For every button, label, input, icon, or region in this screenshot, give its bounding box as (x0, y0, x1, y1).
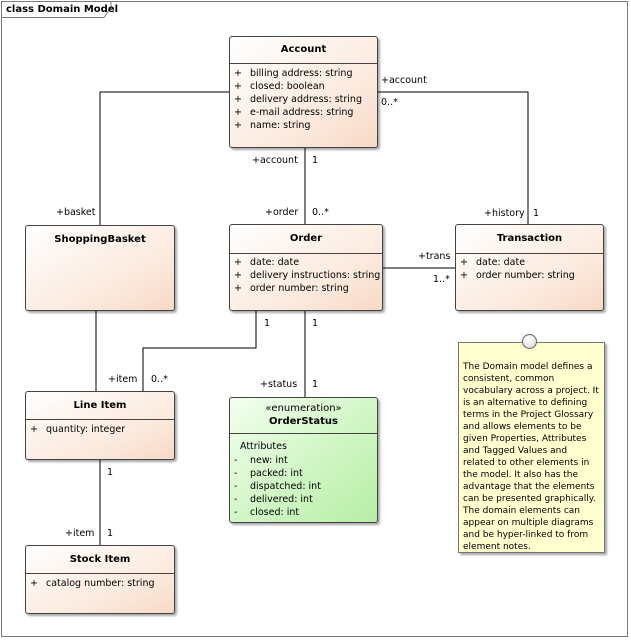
frame-tab (1, 1, 112, 18)
multiplicity-order-status: 1 (312, 318, 319, 329)
role-status: +status (260, 379, 298, 390)
attribute-row: +e-mail address: string (234, 107, 354, 118)
attribute-row: +delivery instructions: string (234, 270, 381, 281)
role-trans: +trans (418, 251, 451, 262)
multiplicity-status: 1 (312, 379, 319, 390)
note-pin-icon (522, 334, 537, 349)
multiplicity-order-item: 1 (264, 318, 271, 329)
class-name: Transaction (496, 233, 563, 244)
assoc-account-basket (99, 91, 229, 225)
class-shopping-basket[interactable]: ShoppingBasket (25, 225, 175, 311)
class-line-item[interactable]: Line Item +quantity: integer (25, 391, 175, 460)
note-text: The Domain model defines a consistent, c… (463, 362, 599, 552)
enum-order-status[interactable]: «enumeration» OrderStatus Attributes -ne… (229, 397, 378, 523)
role-basket: +basket (56, 207, 96, 218)
note[interactable]: The Domain model defines a consistent, c… (458, 342, 605, 553)
enum-literal: -delivered: int (234, 494, 313, 505)
multiplicity-account-right: 0..* (381, 97, 398, 108)
enum-literal: -dispatched: int (234, 481, 321, 492)
class-name: OrderStatus (269, 416, 338, 427)
attribute-row: +name: string (234, 120, 311, 131)
attribute-row: +delivery address: string (234, 94, 362, 105)
role-history: +history (484, 208, 525, 219)
role-account-order: +account (252, 155, 298, 166)
attribute-row: +quantity: integer (30, 424, 126, 435)
multiplicity-history: 1 (533, 208, 540, 219)
enum-literal: -packed: int (234, 468, 303, 479)
class-name: Stock Item (69, 554, 131, 565)
assoc-order-lineitem (142, 311, 257, 391)
multiplicity-lineitem-stock: 1 (107, 467, 114, 478)
class-transaction[interactable]: Transaction +date: date +order number: s… (455, 224, 604, 311)
attribute-row: +order number: string (234, 283, 349, 294)
assoc-account-transaction (378, 91, 529, 224)
attribute-row: +catalog number: string (30, 578, 155, 589)
class-name: Line Item (73, 400, 127, 411)
class-account[interactable]: Account +billing address: string +closed… (229, 36, 378, 148)
role-item-stock: +item (65, 528, 95, 539)
attribute-row: +order number: string (460, 270, 575, 281)
role-account-right: +account (381, 75, 427, 86)
attribute-row: +date: date (234, 257, 300, 268)
attribute-row: +date: date (460, 257, 526, 268)
class-stock-item[interactable]: Stock Item +catalog number: string (25, 545, 175, 614)
multiplicity-account-order: 1 (312, 155, 319, 166)
multiplicity-item-order: 0..* (151, 374, 168, 385)
multiplicity-stock: 1 (107, 528, 114, 539)
enum-stereotype: «enumeration» (265, 403, 342, 414)
multiplicity-trans: 1..* (433, 274, 450, 285)
role-order-account: +order (265, 207, 299, 218)
multiplicity-order-account: 0..* (312, 207, 329, 218)
attribute-row: +billing address: string (234, 68, 353, 79)
class-name: ShoppingBasket (54, 234, 146, 245)
attribute-row: +closed: boolean (234, 81, 325, 92)
frame-label: class Domain Model (6, 4, 119, 15)
role-item-order: +item (108, 374, 138, 385)
class-order[interactable]: Order +date: date +delivery instructions… (229, 224, 383, 311)
enum-section-title: Attributes (240, 441, 287, 452)
class-name: Order (289, 233, 323, 244)
class-name: Account (280, 44, 327, 55)
enum-literal: -new: int (234, 455, 288, 466)
enum-literal: -closed: int (234, 507, 300, 518)
